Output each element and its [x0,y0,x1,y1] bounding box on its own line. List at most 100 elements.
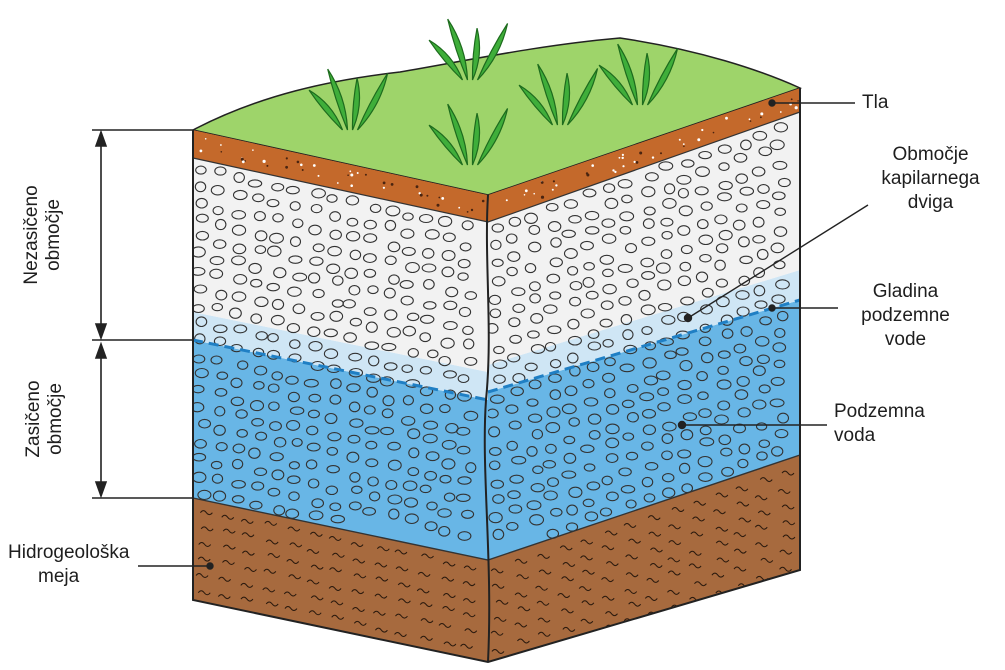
rock-mark [221,612,233,616]
rock-mark [537,649,549,653]
rock-mark [760,638,772,642]
soil-speck [660,152,662,154]
soil-speck [318,175,320,177]
soil-speck [205,138,207,140]
soil-speck [619,157,621,159]
soil-speck [797,100,799,102]
rock-mark [443,658,455,662]
rock-mark [220,659,232,663]
soil-speck [622,154,624,156]
rock-mark [671,638,683,642]
soil-speck [266,165,268,167]
label-soil: Tla [862,91,888,115]
soil-speck [533,193,535,195]
label-saturated-line1: Zasičeno [23,354,45,484]
rock-mark [558,657,570,661]
rock-mark [667,654,679,658]
label-water-table: Gladina podzemne vode [843,280,968,352]
soil-speck [285,166,288,169]
soil-speck [541,181,544,184]
soil-speck [263,160,266,163]
rock-mark [735,616,747,620]
soil-speck [701,129,703,131]
soil-speck [614,171,616,173]
soil-speck [760,116,762,118]
soil-speck [749,118,751,120]
rock-mark [604,659,616,663]
rock-mark [759,624,771,628]
rock-mark [673,621,685,625]
rock-mark [714,655,726,659]
label-groundwater-line1: Podzemna [834,400,925,424]
rock-mark [625,651,637,655]
label-capillary-zone: Območje kapilarnega dviga [868,143,993,215]
rock-mark [267,635,279,639]
soil-speck [639,152,642,155]
rock-mark [780,616,792,620]
rock-mark [649,629,661,633]
rock-mark [311,645,323,649]
rock-mark [645,643,657,647]
rock-mark [560,643,572,647]
soil-speck [525,189,528,192]
rock-mark [350,654,362,658]
label-water-table-line3: vode [843,328,968,352]
rock-mark [691,613,703,617]
label-unsaturated-line2: območje [43,160,65,310]
rock-mark [377,657,389,661]
rock-mark [241,629,253,633]
label-boundary-line2: meja [8,565,129,589]
rock-mark [761,606,773,610]
soil-speck [636,161,639,164]
soil-speck [426,195,428,197]
rock-mark [739,599,751,603]
rock-mark [780,584,792,588]
soil-speck [552,189,554,191]
rock-mark [221,643,233,647]
rock-mark [690,630,702,634]
soil-speck [350,174,353,177]
soil-speck [349,170,351,172]
rock-mark [625,636,637,640]
soil-speck [252,149,254,151]
soil-speck [300,164,303,167]
soil-speck [622,165,624,167]
soil-speck [357,172,359,174]
label-saturated-line2: območje [45,354,67,484]
label-groundwater: Podzemna voda [834,400,925,448]
soil-speck [791,98,793,100]
soil-speck [679,139,681,141]
label-unsaturated-zone: Nezasičeno območje [21,160,71,310]
rock-mark [733,629,745,633]
rock-mark [198,636,210,640]
rock-mark [712,605,724,609]
soil-speck [313,164,316,167]
label-groundwater-line2: voda [834,424,925,448]
rock-mark [715,620,727,624]
rock-mark [333,635,345,639]
rock-mark [201,605,213,609]
rock-mark [352,638,364,642]
rock-mark [245,647,257,651]
rock-mark [221,627,233,631]
label-saturated-zone: Zasičeno območje [23,354,73,484]
rock-mark [760,656,772,660]
label-boundary: Hidrogeološka meja [8,541,129,589]
soil-speck [471,209,473,211]
rock-mark [783,601,795,605]
soil-speck [365,174,367,176]
rock-mark [778,631,790,635]
rock-mark [601,643,613,647]
soil-speck [780,111,782,113]
soil-speck [458,207,460,209]
rock-mark [284,624,296,628]
soil-speck [683,143,685,145]
soil-speck [337,182,339,184]
soil-speck [383,187,385,189]
rock-mark [690,645,702,649]
rock-mark [582,651,594,655]
rock-mark [717,636,729,640]
soil-speck [467,211,469,213]
rock-mark [377,642,389,646]
zone-brackets [92,130,193,498]
